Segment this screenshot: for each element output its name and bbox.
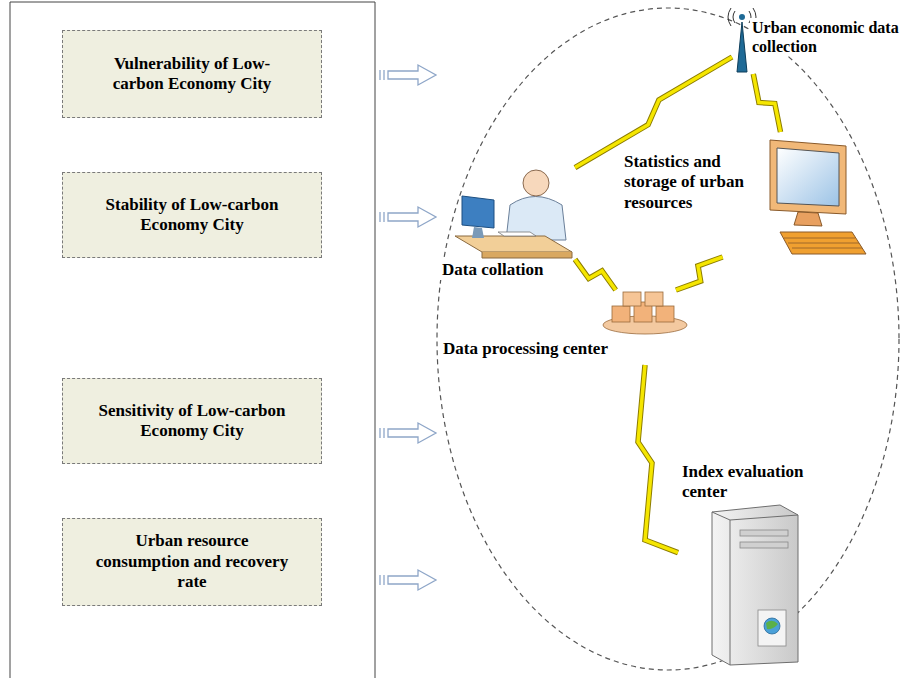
factor-label: Vulnerability of Low-carbon Economy City	[90, 54, 295, 95]
icon-label: Data collation	[440, 260, 546, 280]
factor-label: Urban resource consumption and recovery …	[90, 531, 295, 592]
icon-node: Statistics and storage of urban resource…	[618, 132, 870, 257]
lightning-link	[575, 259, 616, 290]
person-at-desk-icon	[455, 170, 572, 258]
factor-box: Urban resource consumption and recovery …	[62, 518, 322, 606]
tower-server-icon	[712, 505, 798, 665]
factor-label: Stability of Low-carbon Economy City	[90, 195, 295, 236]
hollow-arrows	[380, 65, 436, 590]
icon-label: Data processing center	[441, 339, 610, 359]
icon-node: Data collation	[440, 165, 575, 283]
lightning-link	[676, 257, 723, 290]
computer-icon	[770, 140, 866, 254]
icon-node: Index evaluation center	[678, 458, 838, 668]
lightning-link	[753, 74, 780, 132]
server-cluster-icon	[603, 292, 687, 334]
icon-node: Data processing center	[440, 290, 692, 365]
factor-label: Sensitivity of Low-carbon Economy City	[90, 401, 295, 442]
icon-node: Urban economic data collection	[732, 8, 906, 74]
icon-label: Index evaluation center	[680, 462, 834, 503]
system-ellipse	[437, 8, 899, 670]
icon-label: Statistics and storage of urban resource…	[622, 152, 752, 213]
lightning-link	[638, 365, 678, 553]
factor-box: Stability of Low-carbon Economy City	[62, 172, 322, 258]
icon-label: Urban economic data collection	[750, 18, 906, 56]
panel-frame	[10, 2, 375, 678]
factor-box: Sensitivity of Low-carbon Economy City	[62, 378, 322, 464]
lightning-link	[575, 57, 732, 168]
factor-box: Vulnerability of Low-carbon Economy City	[62, 30, 322, 118]
